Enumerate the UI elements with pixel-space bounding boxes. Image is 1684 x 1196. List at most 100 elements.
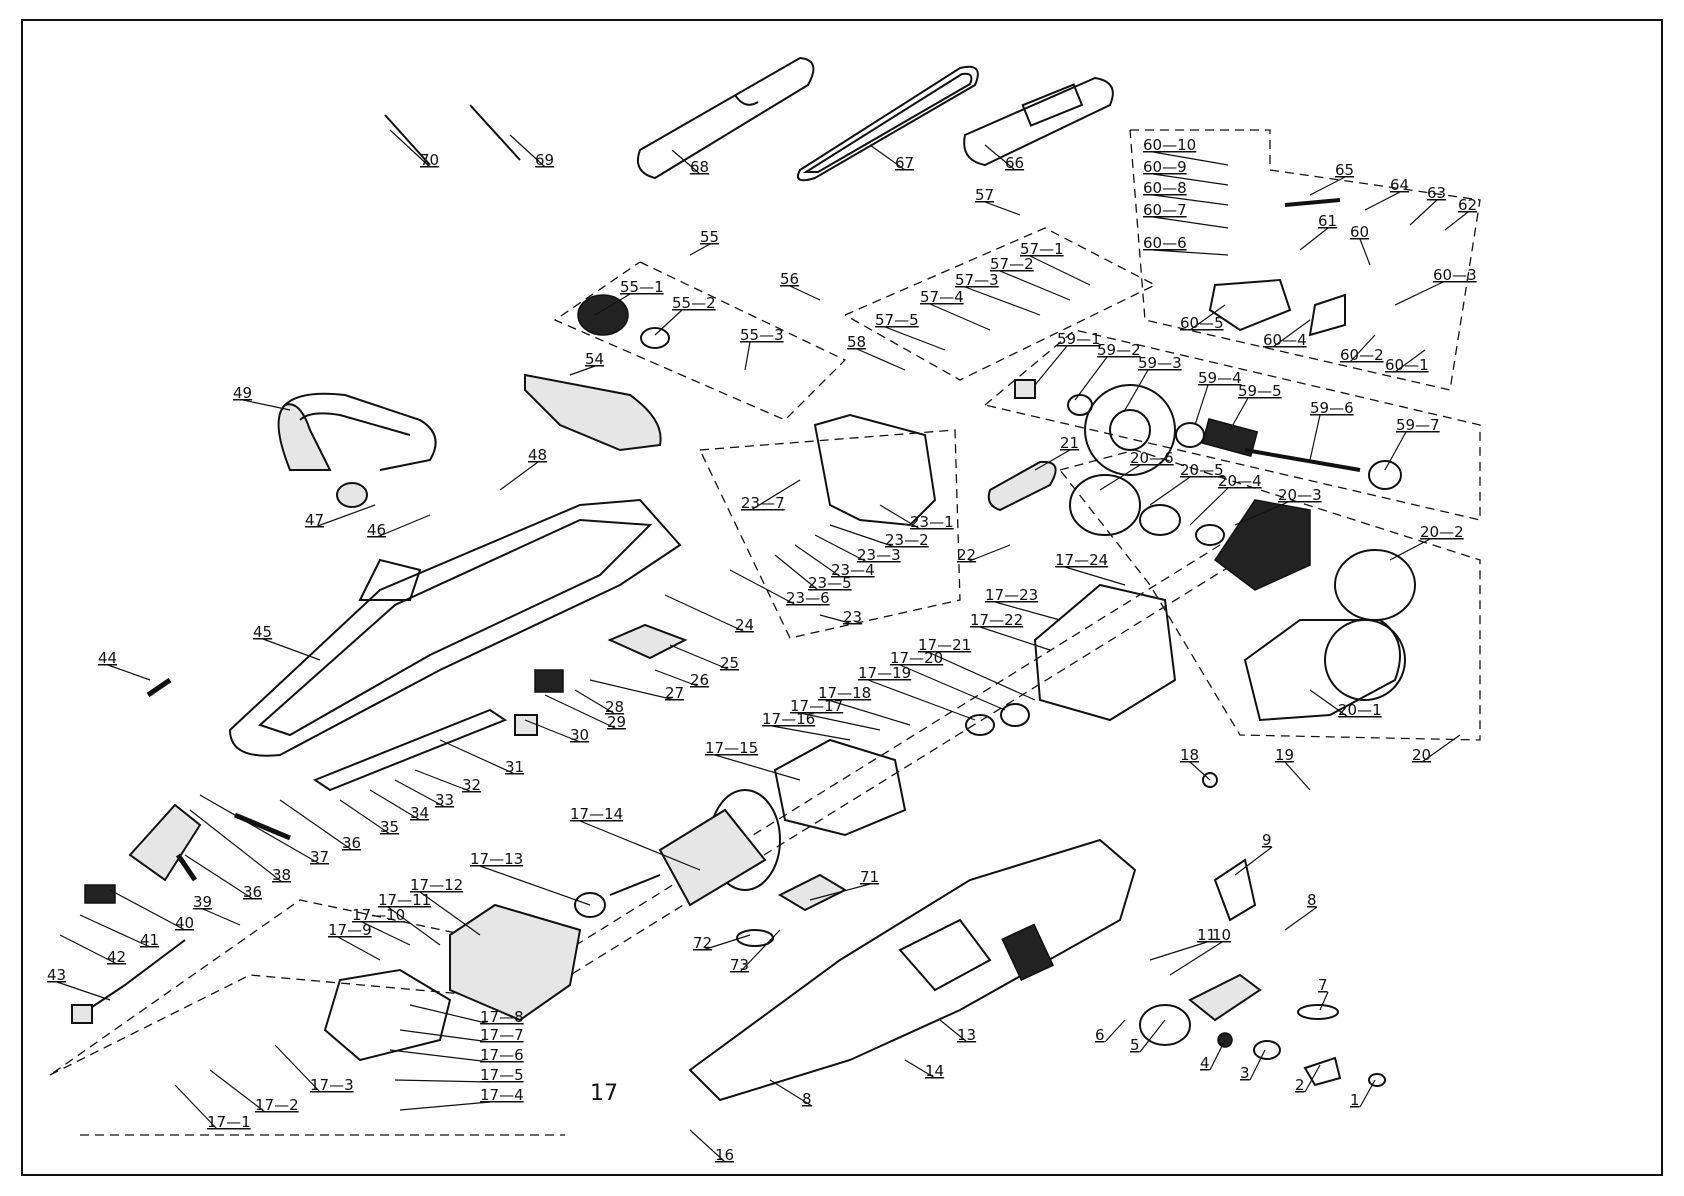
label-p14: 14 (925, 1062, 944, 1080)
label-p57-3: 57—3 (955, 271, 999, 289)
label-p60-3: 60—3 (1433, 266, 1477, 284)
label-p38: 38 (272, 866, 291, 884)
label-p31: 31 (505, 758, 524, 776)
leader-p60-9 (1152, 173, 1229, 186)
label-p17-1: 17—1 (207, 1113, 251, 1131)
leader-p55 (689, 243, 711, 256)
label-p59-4: 59—4 (1198, 369, 1242, 387)
leader-p5 (1139, 1019, 1166, 1053)
bearing-59-7 (1368, 460, 1402, 490)
label-p17-8: 17—8 (480, 1008, 524, 1026)
label-p23-1: 23—1 (910, 513, 954, 531)
power-cord-43 (79, 939, 186, 1016)
label-p17-13: 17—13 (470, 850, 523, 868)
drum-20-3 (1213, 499, 1311, 591)
leader-p17-9 (337, 936, 381, 961)
brake-60-5 (1208, 278, 1292, 332)
leader-p59-4 (1194, 384, 1209, 426)
label-p65: 65 (1335, 161, 1354, 179)
part-5 (1139, 1004, 1191, 1046)
label-p59-2: 59—2 (1097, 341, 1141, 359)
label-p22: 22 (957, 546, 976, 564)
tool-69 (469, 104, 521, 161)
clutch-20-6 (1069, 474, 1141, 536)
brake-60-4 (1308, 293, 1346, 337)
label-p57-5: 57—5 (875, 311, 919, 329)
leader-p17-21 (927, 651, 1036, 701)
label-p20-4: 20—4 (1218, 472, 1262, 490)
label-p17-17: 17—17 (790, 697, 843, 715)
leader-p17-7 (399, 1029, 491, 1043)
label-p5: 5 (1130, 1036, 1140, 1054)
label-p23-4: 23—4 (831, 561, 875, 579)
side-cover-20-1 (1243, 619, 1401, 722)
leader-p22 (966, 544, 1011, 563)
leader-p20-5 (1149, 476, 1191, 506)
nut-59-1 (1014, 379, 1036, 399)
leader-p44 (107, 664, 151, 681)
label-p60-9: 60—9 (1143, 158, 1187, 176)
leader-p3 (1249, 1049, 1266, 1081)
label-p34: 34 (410, 804, 429, 822)
bracket-31 (312, 708, 508, 792)
leader-p20-2 (1389, 538, 1431, 561)
label-p45: 45 (253, 623, 272, 641)
switch-40 (84, 884, 116, 904)
leader-p39 (202, 908, 241, 926)
label-p17-7: 17—7 (480, 1026, 524, 1044)
leader-p8b (1284, 906, 1318, 931)
label-p17-19: 17—19 (858, 664, 911, 682)
label-p23-6: 23—6 (786, 589, 830, 607)
label-p55-3: 55—3 (740, 326, 784, 344)
plug-43 (71, 1004, 93, 1024)
leader-p57-5 (884, 326, 946, 351)
label-p49: 49 (233, 384, 252, 402)
cap-55-1 (577, 294, 629, 336)
bearing-17-13 (574, 892, 606, 918)
tool-70 (384, 114, 431, 166)
spring-44 (146, 677, 172, 698)
label-p71: 71 (860, 868, 879, 886)
sprocket-2 (1303, 1056, 1342, 1087)
label-p60: 60 (1350, 223, 1369, 241)
label-p36: 36 (342, 834, 361, 852)
leader-p17-18 (827, 699, 911, 726)
leader-p34 (369, 789, 421, 821)
label-p17-16: 17—16 (762, 710, 815, 728)
leader-p38 (189, 809, 283, 883)
leader-p56 (789, 285, 821, 301)
label-p17-23: 17—23 (985, 586, 1038, 604)
label-p54: 54 (585, 350, 604, 368)
label-p72: 72 (693, 934, 712, 952)
leader-p23-5 (774, 554, 819, 591)
label-p66: 66 (1005, 154, 1024, 172)
leader-p32 (414, 769, 473, 793)
label-p73: 73 (730, 956, 749, 974)
label-p17-4: 17—4 (480, 1086, 524, 1104)
label-p36b: 36 (243, 883, 262, 901)
label-p60-7: 60—7 (1143, 201, 1187, 219)
label-p21: 21 (1060, 434, 1079, 452)
spring-9 (1213, 858, 1257, 922)
label-p55-1: 55—1 (620, 278, 664, 296)
leader-p60-1 (1394, 349, 1426, 373)
leader-p59-6 (1309, 414, 1321, 461)
leader-p35 (339, 799, 391, 835)
label-p3: 3 (1240, 1064, 1250, 1082)
group-23-boundary (699, 429, 961, 639)
label-p23: 23 (843, 608, 862, 626)
label-p17-11: 17—11 (378, 891, 431, 909)
leader-p18 (1189, 761, 1211, 781)
label-p17-14: 17—14 (570, 805, 623, 823)
leader-p20-4 (1189, 487, 1229, 526)
leader-p59-1 (1034, 345, 1068, 386)
label-p62: 62 (1458, 196, 1477, 214)
label-p59-5: 59—5 (1238, 382, 1282, 400)
leader-p26 (654, 669, 701, 688)
group-57-boundary (844, 227, 1157, 381)
leader-p17-3 (274, 1044, 321, 1093)
label-p60-1: 60—1 (1385, 356, 1429, 374)
leader-p46 (376, 514, 431, 538)
leader-p13 (939, 1019, 968, 1043)
